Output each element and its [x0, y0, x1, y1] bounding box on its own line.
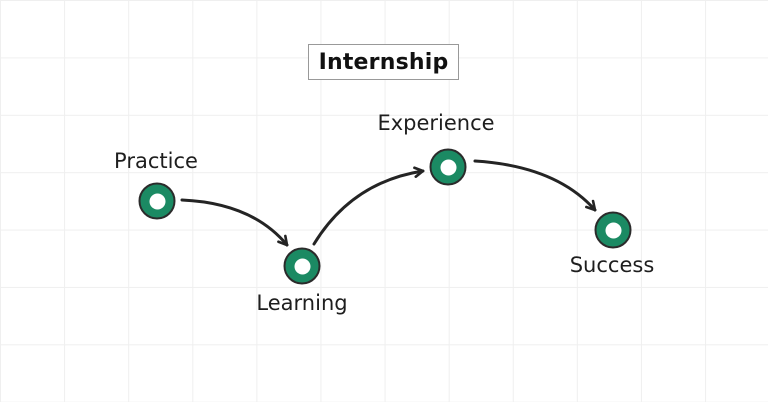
arrow-learning-to-experience	[312, 166, 425, 246]
node-label-experience: Experience	[377, 111, 495, 135]
title-box: Internship	[308, 44, 459, 80]
node-circle-practice-icon	[138, 182, 176, 220]
node-circle-learning-icon	[283, 247, 321, 285]
node-label-success: Success	[569, 253, 655, 277]
diagram-title: Internship	[318, 49, 449, 75]
node-circle-experience-icon	[429, 148, 467, 186]
node-circle-core-icon	[149, 193, 165, 209]
node-label-practice: Practice	[114, 149, 198, 173]
node-circle-core-icon	[440, 159, 456, 175]
node-circle-success-icon	[594, 211, 632, 249]
node-circle-core-icon	[605, 222, 621, 238]
node-circle-core-icon	[294, 258, 310, 274]
arrow-practice-to-learning	[180, 198, 289, 247]
node-label-learning: Learning	[256, 291, 348, 315]
arrow-experience-to-success	[473, 159, 597, 212]
